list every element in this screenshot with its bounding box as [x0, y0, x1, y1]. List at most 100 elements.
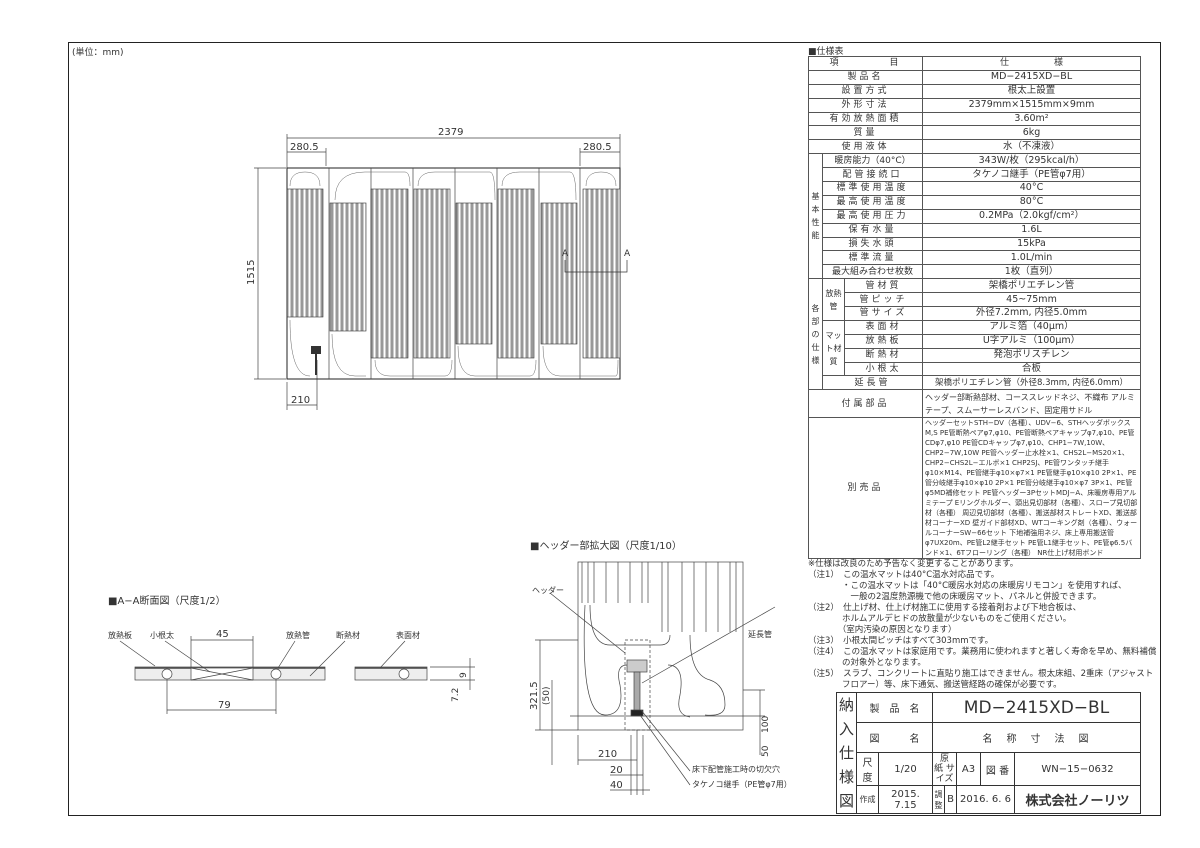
- table-cell: 6kg: [922, 125, 1141, 141]
- table-cell: 図 番: [980, 752, 1015, 786]
- label: ホルムアルデヒドの放散量が少ないものをご使用ください。: [808, 614, 1072, 624]
- table-cell: 最大組み合わせ枚数: [822, 264, 923, 280]
- table-cell: 製 品 名: [856, 692, 933, 723]
- section-drawing: ■A−A断面図（尺度1/2） 放熱板 小根太 放熱管 断熱材 表面材 45 79…: [108, 594, 475, 714]
- drawing-name: 名 称 寸 法 図: [932, 722, 1141, 753]
- label: （注5） スラブ、コンクリートに直貼り施工はできません。根太床組、2重床（アジャ…: [808, 669, 1154, 679]
- dim-right-offset: 280.5: [583, 142, 612, 153]
- accessories: ヘッダー部断熱部材、コーススレッドネジ、不織布 アルミテープ、スムーサーレスバン…: [922, 389, 1141, 419]
- label: （室内汚染の原因となります）: [808, 625, 957, 635]
- table-cell: タケノコ継手（PE管φ7用）: [922, 167, 1141, 183]
- table-cell: 1/20: [878, 752, 933, 786]
- table-cell: 15kPa: [922, 236, 1141, 252]
- group-parts: 各部の仕様: [808, 278, 823, 391]
- table-cell: 表面材: [844, 319, 923, 335]
- label: 表面材: [396, 630, 420, 640]
- table-cell: 根太上設置: [922, 83, 1141, 99]
- table-cell: 使用液体: [808, 139, 923, 155]
- label: (50): [542, 687, 552, 705]
- label: 放熱板: [108, 630, 132, 640]
- table-cell: 付属部品: [808, 389, 923, 419]
- change-note: ※仕様は改良のため予告なく変更することがあります。: [808, 559, 1019, 569]
- unit-label: (単位：mm): [72, 48, 124, 58]
- table-cell: 質量: [808, 125, 923, 141]
- label: 納: [838, 696, 854, 714]
- table-cell: 外径7.2mm, 内径5.0mm: [922, 306, 1141, 321]
- label: 入: [838, 720, 854, 738]
- table-cell: 3.60m²: [922, 111, 1141, 127]
- table-cell: アルミ箔（40μm）: [922, 319, 1141, 335]
- table-cell: MD−2415XD−BL: [922, 69, 1141, 85]
- table-cell: 暖房能力（40°C）: [822, 153, 923, 169]
- table-cell: 保有水量: [822, 222, 923, 238]
- header-detail-drawing: ■ヘッダー部拡大図（尺度1/10） ヘッダー 延長管 床下配管施工時の切欠穴 タ…: [529, 539, 792, 795]
- table-cell: 管サイズ: [844, 306, 923, 321]
- label: 79: [218, 700, 231, 711]
- table-cell: 管材質: [844, 278, 923, 294]
- header-icon: [311, 346, 321, 354]
- label: 小根太: [150, 630, 174, 640]
- table-cell: 断熱材: [844, 347, 923, 363]
- label: 7.2: [451, 688, 461, 702]
- table-cell: 80°C: [922, 194, 1141, 210]
- spec-table-title: ■仕様表: [808, 47, 844, 57]
- table-cell: 製品名: [808, 69, 923, 85]
- table-cell: 2016. 6. 6: [956, 785, 1015, 814]
- label: 50: [761, 745, 771, 757]
- table-cell: 水（不凍液）: [922, 139, 1141, 155]
- label: （注4） この温水マットは家庭用です。業務用に使われますと著しく寿命を早め、無料…: [808, 647, 1157, 657]
- table-cell: 343W/枚（295kcal/h）: [922, 153, 1141, 169]
- table-cell: 作成: [856, 785, 879, 814]
- label: フロアー）等、床下通気、搬送管経路の確保が必要です。: [808, 680, 1062, 690]
- label: ・この温水マットは「40°C暖房水対応の床暖房リモコン」を使用すれば、: [808, 581, 1127, 591]
- label: 延長管: [748, 629, 772, 639]
- table-cell: 原 紙 サイズ: [932, 752, 959, 786]
- section-title: ■A−A断面図（尺度1/2）: [108, 594, 226, 607]
- dim-height: 1515: [246, 260, 257, 285]
- table-cell: 小根太: [844, 361, 923, 377]
- label: 断熱材: [336, 630, 360, 640]
- table-cell: 合板: [922, 361, 1141, 377]
- label: 321.5: [529, 681, 540, 710]
- label: 210: [598, 749, 617, 760]
- label: タケノコ継手（PE管φ7用）: [692, 779, 792, 789]
- table-cell: 発泡ポリスチレン: [922, 347, 1141, 363]
- table-cell: 45~75mm: [922, 292, 1141, 308]
- optional-parts: ヘッダーセットSTH−DV（各種）、UDV−6、STHヘッダボックスM,S PE…: [922, 417, 1141, 560]
- label: ヘッダー: [532, 585, 564, 595]
- table-cell: U字アルミ（100μm）: [922, 333, 1141, 349]
- label: 100: [761, 716, 771, 733]
- table-cell: 最高使用圧力: [822, 208, 923, 224]
- label: 40: [610, 780, 623, 791]
- side-label: 納入仕様図: [836, 692, 857, 814]
- label: （注1） この温水マットは40°C温水対応品です。: [808, 570, 1000, 580]
- mat-plan-drawing: A A 2379 280.5 280.5 1515 210: [246, 127, 631, 410]
- header-detail-title: ■ヘッダー部拡大図（尺度1/10）: [530, 539, 682, 552]
- table-cell: 架橋ポリエチレン管: [922, 278, 1141, 294]
- spec-header-value: 仕 様: [922, 56, 1141, 71]
- table-cell: 損失水頭: [822, 236, 923, 252]
- label: 放熱管: [286, 630, 310, 640]
- label: の対象外となります。: [808, 658, 926, 668]
- label: （注2） 仕上げ材、仕上げ材施工に使用する接着剤および下地合板は、: [808, 603, 1082, 613]
- label: 様: [838, 768, 854, 786]
- table-cell: 2379mm×1515mm×9mm: [922, 97, 1141, 113]
- dim-left-offset: 280.5: [290, 142, 319, 153]
- label: 45: [216, 629, 229, 640]
- label: 20: [610, 765, 623, 776]
- section-mark-right: A: [624, 249, 631, 259]
- table-cell: 最高使用温度: [822, 194, 923, 210]
- table-cell: B: [944, 785, 957, 814]
- company-logo: 株式会社ノーリツ: [1014, 785, 1141, 814]
- table-cell: 1枚（直列）: [922, 264, 1141, 280]
- table-cell: 別売品: [808, 417, 923, 560]
- drawing-frame: [68, 42, 1161, 816]
- group-performance: 基本性能: [808, 153, 823, 280]
- label: 床下配管施工時の切欠穴: [692, 764, 780, 774]
- table-cell: 延長管: [822, 375, 923, 391]
- sub-mat: マット材質: [822, 319, 845, 377]
- section-mark-left: A: [562, 249, 569, 259]
- table-cell: 設置方式: [808, 83, 923, 99]
- table-cell: 図 名: [856, 722, 933, 753]
